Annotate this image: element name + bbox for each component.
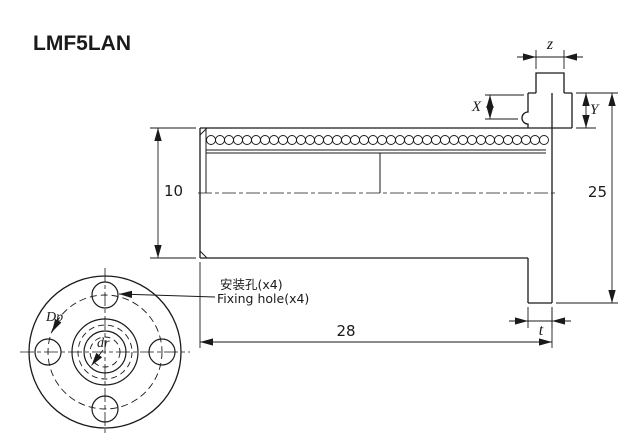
bearing-ball [413, 135, 423, 145]
bearing-ball [458, 135, 468, 145]
dim-flange-od-label: 25 [588, 183, 607, 201]
bearing-ball [521, 135, 531, 145]
bearing-ball [395, 135, 405, 145]
ball-row [206, 135, 549, 145]
mounting-hole-bottom [91, 395, 119, 423]
dim-z-label: z [546, 36, 554, 53]
bearing-ball [530, 135, 540, 145]
bearing-ball [359, 135, 369, 145]
pilot-circle [71, 318, 139, 386]
bearing-ball [449, 135, 459, 145]
bearing-ball [260, 135, 270, 145]
dim-dp-label: Dp [45, 310, 63, 325]
bearing-inner-details [199, 127, 546, 259]
fixing-hole-leader [118, 290, 216, 299]
bearing-ball [287, 135, 297, 145]
bearing-ball [269, 135, 279, 145]
dimensions [150, 50, 618, 348]
dr-leader [91, 349, 104, 366]
dim-x-ext [485, 94, 524, 120]
bearing-ball [485, 135, 495, 145]
dim-y-label: Y [590, 102, 600, 118]
bearing-ball [422, 135, 432, 145]
bearing-ball [323, 135, 333, 145]
bearing-ball [494, 135, 504, 145]
flange-outline [521, 72, 573, 304]
dim-x-label: X [471, 99, 482, 115]
bolt-circle [47, 294, 163, 410]
bearing-ball [431, 135, 441, 145]
bearing-ball [305, 135, 315, 145]
bearing-ball [296, 135, 306, 145]
mounting-hole-right [148, 338, 176, 366]
front-view-centerlines [20, 268, 190, 436]
bearing-ball [503, 135, 513, 145]
bearing-ball [233, 135, 243, 145]
bearing-ball [476, 135, 486, 145]
bearing-ball [368, 135, 378, 145]
leader-lines [51, 290, 216, 366]
bearing-ball [332, 135, 342, 145]
fixing-hole-callout-en: Fixing hole(x4) [217, 291, 309, 306]
bearing-ball [215, 135, 225, 145]
mounting-hole-left [34, 338, 62, 366]
side-view [198, 72, 573, 304]
grease-boss-cap [535, 72, 565, 93]
front-view [20, 268, 216, 436]
bearing-ball [242, 135, 252, 145]
dim-length-label: 28 [336, 322, 355, 340]
dim-body-height [150, 127, 196, 259]
flange-left-face-upper-with-notch [521, 93, 529, 128]
bearing-ball [377, 135, 387, 145]
flange-outer-circle [28, 275, 182, 429]
bearing-ball [341, 135, 351, 145]
dim-y [576, 93, 596, 129]
front-view-labels: Dp dr 安装孔(x4) Fixing hole(x4) [45, 277, 309, 351]
bearing-ball [539, 135, 549, 145]
bearing-ball [251, 135, 261, 145]
inner-dashed-circle [89, 336, 121, 368]
fixing-hole-callout-zh: 安装孔(x4) [220, 277, 283, 292]
dim-t-label: t [539, 322, 544, 339]
bearing-ball [224, 135, 234, 145]
bearing-ball [314, 135, 324, 145]
bearing-ball [467, 135, 477, 145]
bearing-ball [386, 135, 396, 145]
groove-circle [77, 324, 133, 380]
mounting-hole-top [91, 281, 119, 309]
bearing-ball [440, 135, 450, 145]
page-title: LMF5LAN [33, 32, 131, 55]
dp-leader [51, 318, 62, 333]
dim-z [517, 50, 583, 69]
dim-x [485, 94, 524, 120]
dim-body-height-label: 10 [164, 182, 183, 200]
bearing-ball [206, 135, 216, 145]
dim-t [509, 307, 571, 328]
bearing-ball [404, 135, 414, 145]
dim-dr-label: dr [97, 336, 110, 351]
dimension-labels: 10 25 28 z X Y t [164, 36, 607, 340]
bearing-ball [278, 135, 288, 145]
bearing-ball [512, 135, 522, 145]
bearing-ball [350, 135, 360, 145]
left-chamfer-bottom [199, 250, 208, 259]
bore-circle [83, 330, 127, 374]
